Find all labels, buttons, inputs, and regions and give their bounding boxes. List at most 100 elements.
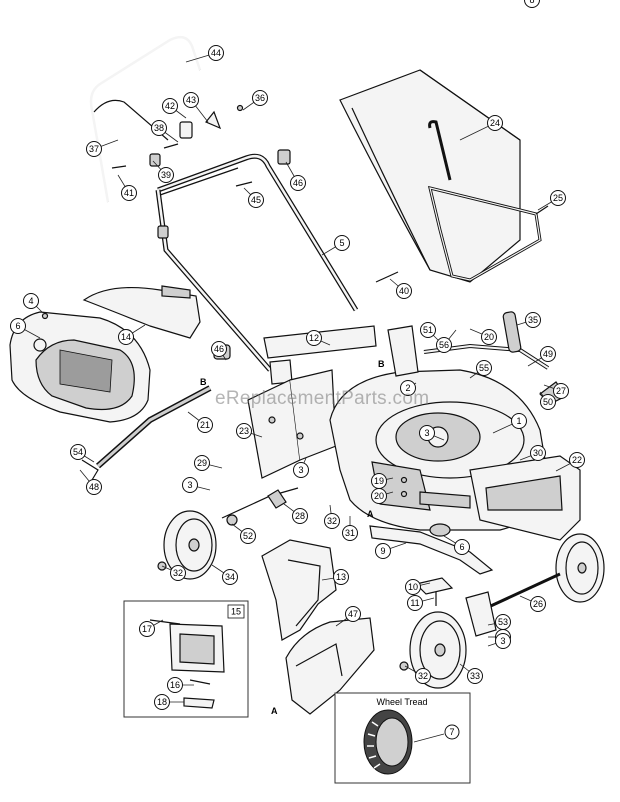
callout-5: 5: [321, 235, 350, 256]
handle-bracket: [247, 369, 337, 479]
callout-circle: [553, 383, 569, 399]
callout-circle: [183, 92, 199, 108]
engine-shroud: [9, 311, 151, 423]
inset-kit-box: 15: [123, 600, 249, 718]
callout-11: 11: [407, 595, 435, 611]
callout-number: 47: [348, 609, 358, 619]
callout-32: 32: [161, 565, 186, 581]
callout-number: 29: [197, 458, 207, 468]
callout-46: 46: [211, 341, 227, 361]
callout-2: 2: [400, 380, 417, 396]
callout-number: 45: [251, 195, 261, 205]
callout-20: 20: [469, 328, 497, 345]
callout-number: 36: [255, 93, 265, 103]
callout-number: 3: [298, 465, 303, 475]
callout-number: 14: [121, 332, 131, 342]
callout-6: 6: [10, 318, 41, 339]
callout-circle: [236, 423, 252, 439]
callout-circle: [170, 565, 186, 581]
callout-circle: [569, 452, 585, 468]
callout-21: 21: [187, 411, 213, 433]
callout-39: 39: [152, 160, 174, 183]
handle-knobs: [111, 104, 291, 360]
callout-number: 34: [225, 572, 235, 582]
callout-1: 1: [492, 413, 527, 434]
callout-27: 27: [543, 383, 569, 399]
callout-circle: [162, 98, 178, 114]
callout-circle: [419, 425, 435, 441]
callout-number: 16: [170, 680, 180, 690]
callout-26: 26: [519, 595, 546, 612]
callout-number: 44: [211, 48, 221, 58]
callout-number: 22: [572, 455, 582, 465]
callout-circle: [252, 90, 268, 106]
callout-number: 42: [165, 101, 175, 111]
callout-number: 56: [439, 340, 449, 350]
callout-56: 56: [436, 329, 457, 353]
callout-29: 29: [194, 455, 223, 471]
callout-number: 31: [345, 528, 355, 538]
callout-18: 18: [154, 694, 184, 710]
callout-circle: [121, 185, 137, 201]
callout-number: 49: [543, 349, 553, 359]
callout-circle: [167, 677, 183, 693]
grass-bag-frame: [427, 120, 549, 282]
callout-3: 3: [182, 477, 211, 493]
callout-circle: [540, 346, 556, 362]
callout-3: 3: [293, 457, 309, 478]
callout-number: 35: [528, 315, 538, 325]
callout-circle: [476, 360, 492, 376]
callout-number: 6: [459, 542, 464, 552]
callout-10: 10: [405, 579, 431, 595]
callout-number: 28: [295, 511, 305, 521]
callout-40: 40: [389, 278, 412, 299]
callout-circle: [10, 318, 26, 334]
callout-circle: [208, 45, 224, 61]
callout-number: 54: [73, 447, 83, 457]
callout-circle: [524, 0, 540, 8]
callout-31: 31: [342, 516, 358, 541]
callout-4: 4: [23, 293, 44, 314]
callout-number: 9: [380, 546, 385, 556]
callout-circle: [525, 312, 541, 328]
wheel-tread-box: Wheel Tread 7: [334, 692, 471, 784]
callout-number: 19: [374, 476, 384, 486]
callout-circle: [481, 329, 497, 345]
callout-number: 32: [173, 568, 183, 578]
callout-number: 25: [553, 193, 563, 203]
callout-34: 34: [211, 564, 238, 585]
callout-circle: [530, 596, 546, 612]
callout-22: 22: [555, 452, 585, 472]
reference-letter: B: [378, 359, 385, 369]
callout-circle: [70, 444, 86, 460]
callout-41: 41: [117, 174, 137, 201]
callout-number: 10: [408, 582, 418, 592]
callout-number: 27: [556, 386, 566, 396]
callout-number: 8: [529, 0, 534, 5]
bag-rod: [375, 271, 399, 283]
callout-circle: [454, 539, 470, 555]
callout-circle: [405, 579, 421, 595]
callout-number: 30: [533, 448, 543, 458]
callout-number: 2: [405, 383, 410, 393]
callout-number: 11: [410, 598, 419, 608]
callout-44: 44: [185, 45, 224, 63]
callout-3: 3: [487, 633, 511, 649]
lower-handle: [155, 153, 359, 372]
callout-circle: [292, 508, 308, 524]
mulch-plug: [261, 539, 337, 641]
callout-number: 12: [309, 333, 319, 343]
callout-51: 51: [420, 322, 441, 343]
rear-left-wheel: [157, 510, 238, 580]
callout-circle: [151, 120, 167, 136]
callout-circle: [240, 528, 256, 544]
callout-43: 43: [183, 92, 209, 123]
callout-number: 26: [533, 599, 543, 609]
callout-circle: [222, 569, 238, 585]
callout-circle: [211, 341, 227, 357]
callout-36: 36: [242, 90, 268, 111]
callout-circle: [324, 513, 340, 529]
callout-53: 53: [487, 614, 511, 630]
